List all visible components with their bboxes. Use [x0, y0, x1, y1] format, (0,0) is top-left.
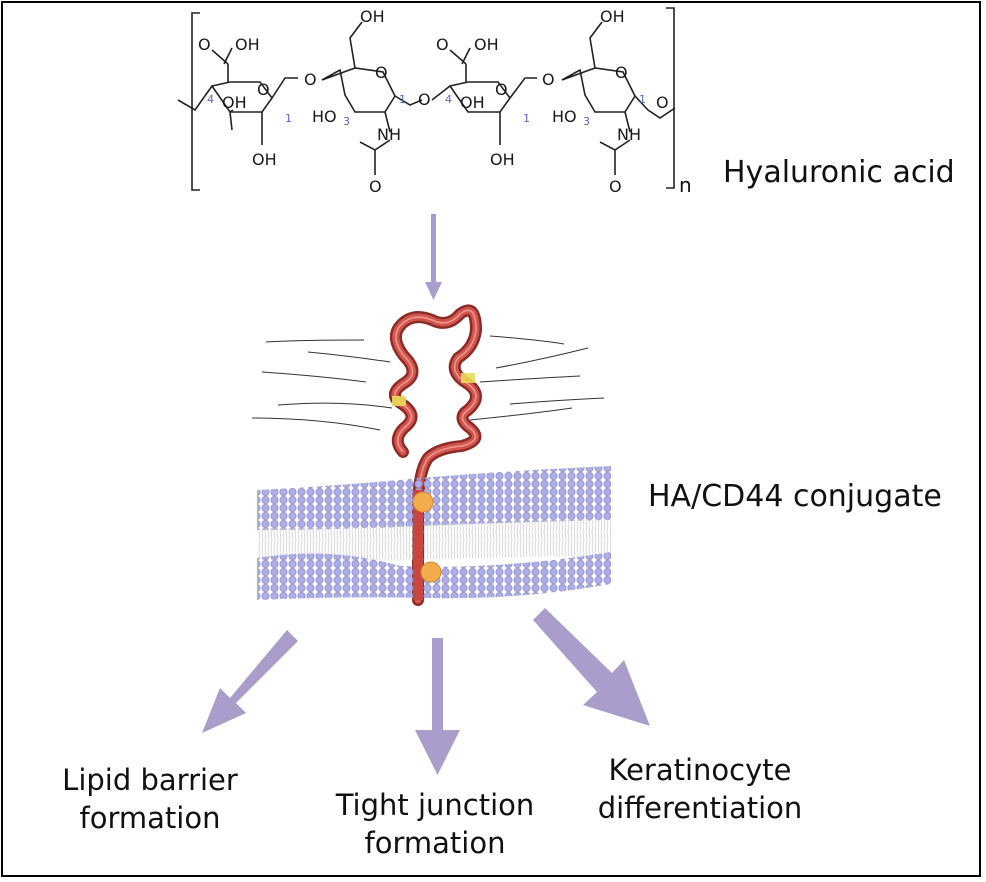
ha-cd44-conjugate-label: HA/CD44 conjugate [648, 479, 942, 514]
hyaluronic-acid-structure: O OH O OH OH O OH O HO NH O O O OH O OH … [177, 7, 692, 197]
atom-label: O [609, 177, 622, 196]
carbon-numbers: 4 1 3 1 4 1 3 1 [207, 93, 646, 128]
atom-label: O [436, 35, 449, 54]
hyaluronic-acid-label: Hyaluronic acid [723, 155, 955, 190]
atom-label: OH [235, 35, 260, 54]
hyaluronan-strands [251, 335, 605, 431]
arrow-tight-junction [415, 638, 460, 775]
repeat-subscript: n [679, 173, 692, 197]
carbon-number: 3 [343, 115, 350, 128]
atom-label: OH [474, 35, 499, 54]
outcome-arrows [202, 608, 650, 775]
atom-label: NH [617, 125, 641, 144]
binding-site [392, 396, 406, 406]
arrow-to-conjugate [425, 214, 442, 300]
atom-label: O [495, 80, 508, 99]
atom-label: OH [222, 93, 247, 112]
atom-label: O [656, 93, 669, 112]
outcome-lipid-barrier: Lipid barrier formation [20, 762, 280, 837]
glucosamine-ring-2 [561, 21, 676, 175]
atom-label: O [198, 35, 211, 54]
carbon-number: 3 [583, 115, 590, 128]
atom-label: HO [552, 107, 577, 126]
glucuronic-acid-ring-2 [431, 47, 537, 145]
atom-label: OH [490, 150, 515, 169]
atom-label: OH [460, 93, 485, 112]
atom-label: OH [360, 7, 385, 26]
glucuronic-acid-ring-1 [177, 47, 298, 145]
binding-site [461, 373, 475, 383]
atom-label: O [369, 177, 382, 196]
atom-label: O [257, 80, 270, 99]
carbon-number: 1 [285, 112, 292, 125]
atom-label: HO [312, 107, 337, 126]
carbon-number: 1 [523, 112, 530, 125]
carbon-number: 1 [399, 93, 406, 106]
atom-labels: O OH O OH OH O OH O HO NH O O O OH O OH … [198, 7, 669, 196]
anchor-sphere [412, 491, 434, 513]
outcome-keratinocyte-differentiation: Keratinocyte differentiation [570, 752, 830, 827]
ha-cd44-conjugate-illustration [251, 304, 611, 606]
repeat-bracket-right [666, 7, 675, 189]
atom-label: O [375, 63, 388, 82]
carbon-number: 4 [207, 93, 214, 106]
outcome-line: Lipid barrier [62, 763, 238, 797]
carbon-number: 4 [445, 93, 452, 106]
arrow-keratinocyte [533, 608, 650, 726]
atom-label: OH [252, 150, 277, 169]
atom-label: NH [377, 125, 401, 144]
glucosamine-ring-1 [321, 21, 423, 175]
anchor-sphere [420, 561, 442, 583]
atom-label: O [304, 70, 317, 89]
outcome-line: formation [79, 800, 221, 835]
arrow-lipid-barrier [202, 630, 298, 733]
atom-label: OH [600, 7, 625, 26]
atom-label: O [542, 70, 555, 89]
outcome-line: Tight junction [335, 788, 535, 822]
carbon-number: 1 [639, 93, 646, 106]
outcome-tight-junction: Tight junction formation [305, 787, 565, 862]
outcome-line: differentiation [597, 790, 803, 825]
transmembrane-domain [413, 490, 423, 600]
atom-label: O [615, 63, 628, 82]
outcome-line: Keratinocyte [608, 753, 792, 787]
outcome-line: formation [364, 825, 506, 860]
atom-label: O [418, 90, 431, 109]
repeat-bracket-left [191, 12, 200, 191]
